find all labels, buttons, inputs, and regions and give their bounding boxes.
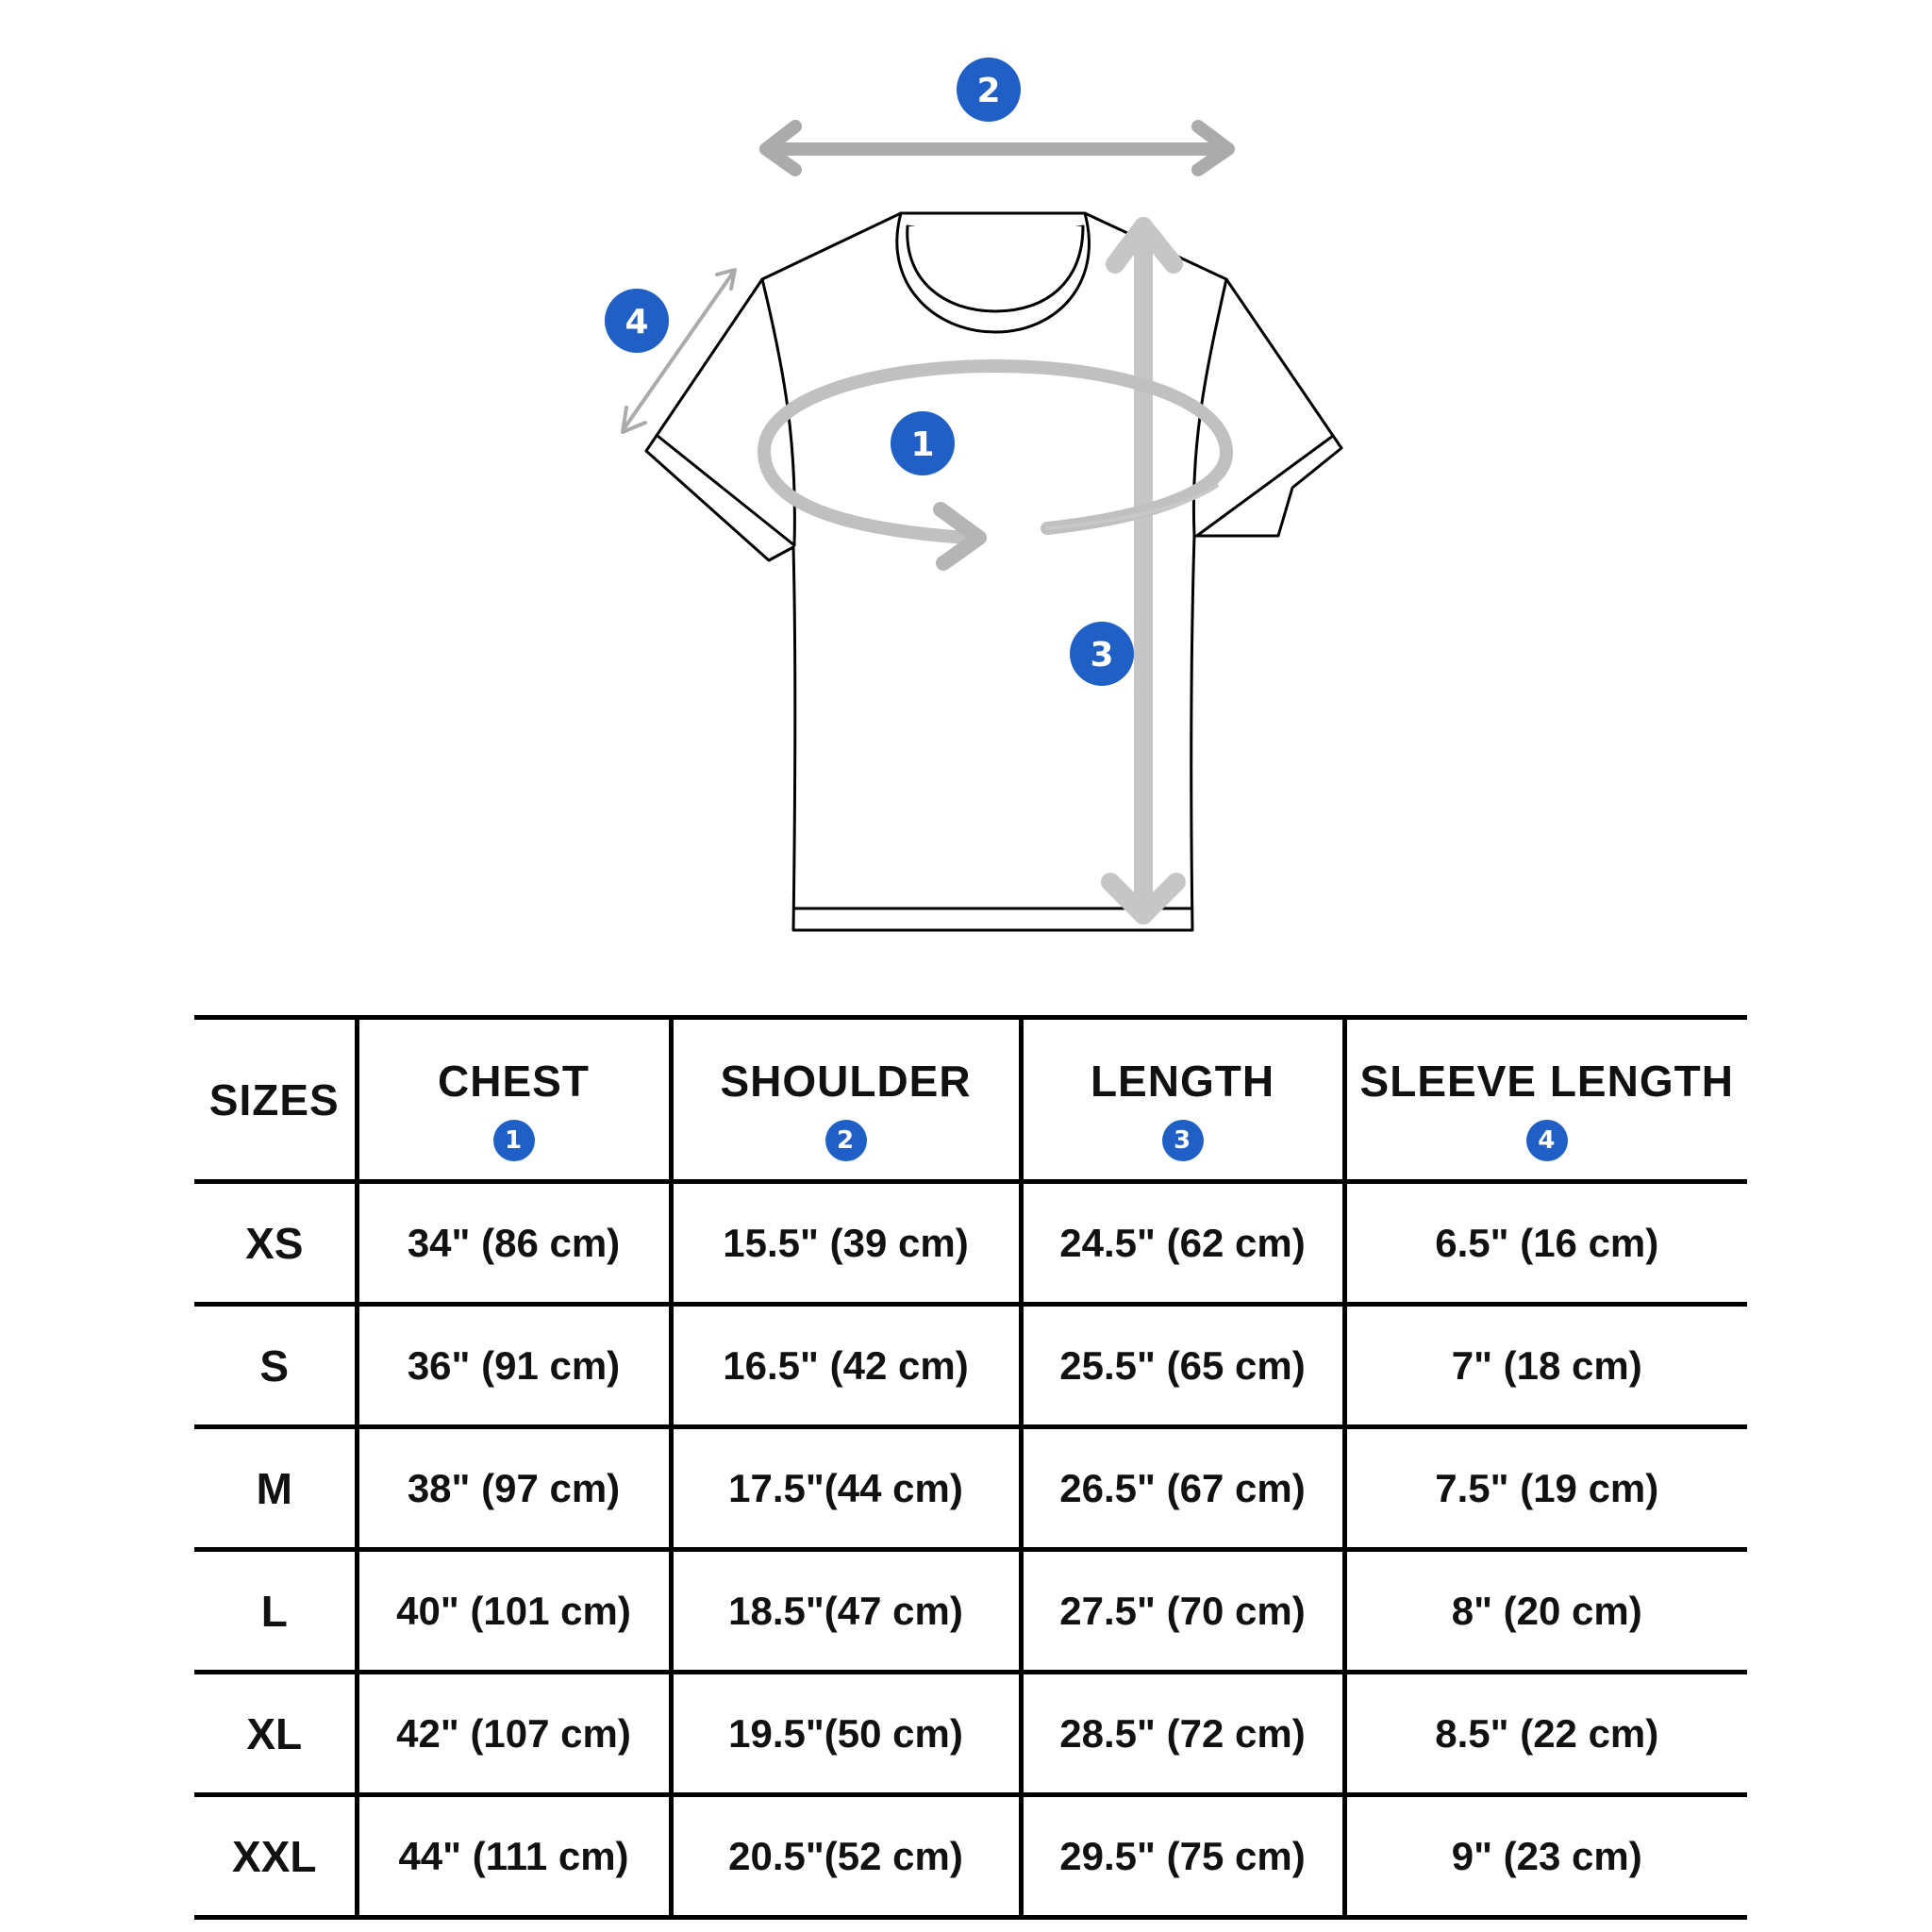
length-badge: 3 xyxy=(1161,1119,1204,1161)
chest-cell: 40" (101 cm) xyxy=(354,1547,671,1673)
shoulder-cell: 19.5"(50 cm) xyxy=(668,1670,1021,1795)
shoulder-badge: 2 xyxy=(824,1119,867,1161)
length-marker-badge: 3 xyxy=(1070,622,1134,686)
sleeve-length-cell: 7" (18 cm) xyxy=(1341,1302,1747,1427)
table-row: XS 34" (86 cm) 15.5" (39 cm) 24.5" (62 c… xyxy=(194,1179,1747,1305)
header-label: SIZES xyxy=(208,1074,340,1124)
length-cell: 25.5" (65 cm) xyxy=(1018,1302,1344,1427)
header-label: SHOULDER xyxy=(720,1056,972,1106)
svg-text:1: 1 xyxy=(910,425,934,464)
size-cell: L xyxy=(194,1547,357,1673)
header-label: SLEEVE LENGTH xyxy=(1359,1056,1734,1106)
table-row: M 38" (97 cm) 17.5"(44 cm) 26.5" (67 cm)… xyxy=(194,1424,1747,1550)
sleeve-length-cell: 8.5" (22 cm) xyxy=(1341,1670,1747,1795)
sleeve-length-cell: 9" (23 cm) xyxy=(1341,1792,1747,1918)
tshirt-measurement-diagram: 1 2 3 4 xyxy=(605,58,1343,932)
header-length: LENGTH 3 xyxy=(1018,1015,1344,1182)
svg-text:4: 4 xyxy=(625,303,648,341)
chest-cell: 44" (111 cm) xyxy=(354,1792,671,1918)
table-row: L 40" (101 cm) 18.5"(47 cm) 27.5" (70 cm… xyxy=(194,1547,1747,1673)
chest-cell: 36" (91 cm) xyxy=(354,1302,671,1427)
size-cell: XL xyxy=(194,1670,357,1795)
sleeve-marker-badge: 4 xyxy=(605,289,669,353)
sleeve-length-cell: 6.5" (16 cm) xyxy=(1341,1179,1747,1305)
size-cell: XS xyxy=(194,1179,357,1305)
size-cell: M xyxy=(194,1424,357,1550)
svg-text:3: 3 xyxy=(1090,636,1113,675)
shoulder-cell: 15.5" (39 cm) xyxy=(668,1179,1021,1305)
length-cell: 24.5" (62 cm) xyxy=(1018,1179,1344,1305)
chest-badge: 1 xyxy=(492,1119,535,1161)
shoulder-cell: 20.5"(52 cm) xyxy=(668,1792,1021,1918)
sleeve-length-cell: 8" (20 cm) xyxy=(1341,1547,1747,1673)
sleeve-length-arrow xyxy=(621,268,737,434)
shoulder-cell: 18.5"(47 cm) xyxy=(668,1547,1021,1673)
chest-cell: 34" (86 cm) xyxy=(354,1179,671,1305)
header-sizes: SIZES xyxy=(194,1015,357,1182)
size-chart-table: SIZES CHEST 1 SHOULDER 2 LENGTH 3 SLEEVE… xyxy=(194,1015,1747,1920)
shoulder-marker-badge: 2 xyxy=(957,58,1021,122)
shoulder-cell: 16.5" (42 cm) xyxy=(668,1302,1021,1427)
chest-arrow xyxy=(758,359,1233,571)
length-cell: 26.5" (67 cm) xyxy=(1018,1424,1344,1550)
size-cell: XXL xyxy=(194,1792,357,1918)
length-cell: 29.5" (75 cm) xyxy=(1018,1792,1344,1918)
header-sleeve-length: SLEEVE LENGTH 4 xyxy=(1341,1015,1747,1182)
header-label: CHEST xyxy=(438,1056,590,1106)
table-row: XL 42" (107 cm) 19.5"(50 cm) 28.5" (72 c… xyxy=(194,1670,1747,1795)
sleeve-cuff-right xyxy=(1196,434,1335,537)
neckline xyxy=(906,225,1085,313)
tshirt-outline-icon xyxy=(644,211,1343,932)
header-chest: CHEST 1 xyxy=(354,1015,671,1182)
sleeve-length-cell: 7.5" (19 cm) xyxy=(1341,1424,1747,1550)
table-row: XXL 44" (111 cm) 20.5"(52 cm) 29.5" (75 … xyxy=(194,1792,1747,1918)
length-arrow xyxy=(1101,217,1186,924)
chest-cell: 42" (107 cm) xyxy=(354,1670,671,1795)
sleeve-cuff-left xyxy=(656,434,796,547)
size-cell: S xyxy=(194,1302,357,1427)
length-cell: 28.5" (72 cm) xyxy=(1018,1670,1344,1795)
shoulder-arrow xyxy=(759,120,1235,176)
chest-cell: 38" (97 cm) xyxy=(354,1424,671,1550)
header-shoulder: SHOULDER 2 xyxy=(668,1015,1021,1182)
svg-text:2: 2 xyxy=(976,72,1000,110)
header-label: LENGTH xyxy=(1090,1056,1275,1106)
sleeve-length-badge: 4 xyxy=(1525,1119,1568,1161)
table-row: S 36" (91 cm) 16.5" (42 cm) 25.5" (65 cm… xyxy=(194,1302,1747,1427)
shoulder-cell: 17.5"(44 cm) xyxy=(668,1424,1021,1550)
length-cell: 27.5" (70 cm) xyxy=(1018,1547,1344,1673)
table-header-row: SIZES CHEST 1 SHOULDER 2 LENGTH 3 SLEEVE… xyxy=(194,1015,1747,1182)
chest-marker-badge: 1 xyxy=(891,411,955,475)
